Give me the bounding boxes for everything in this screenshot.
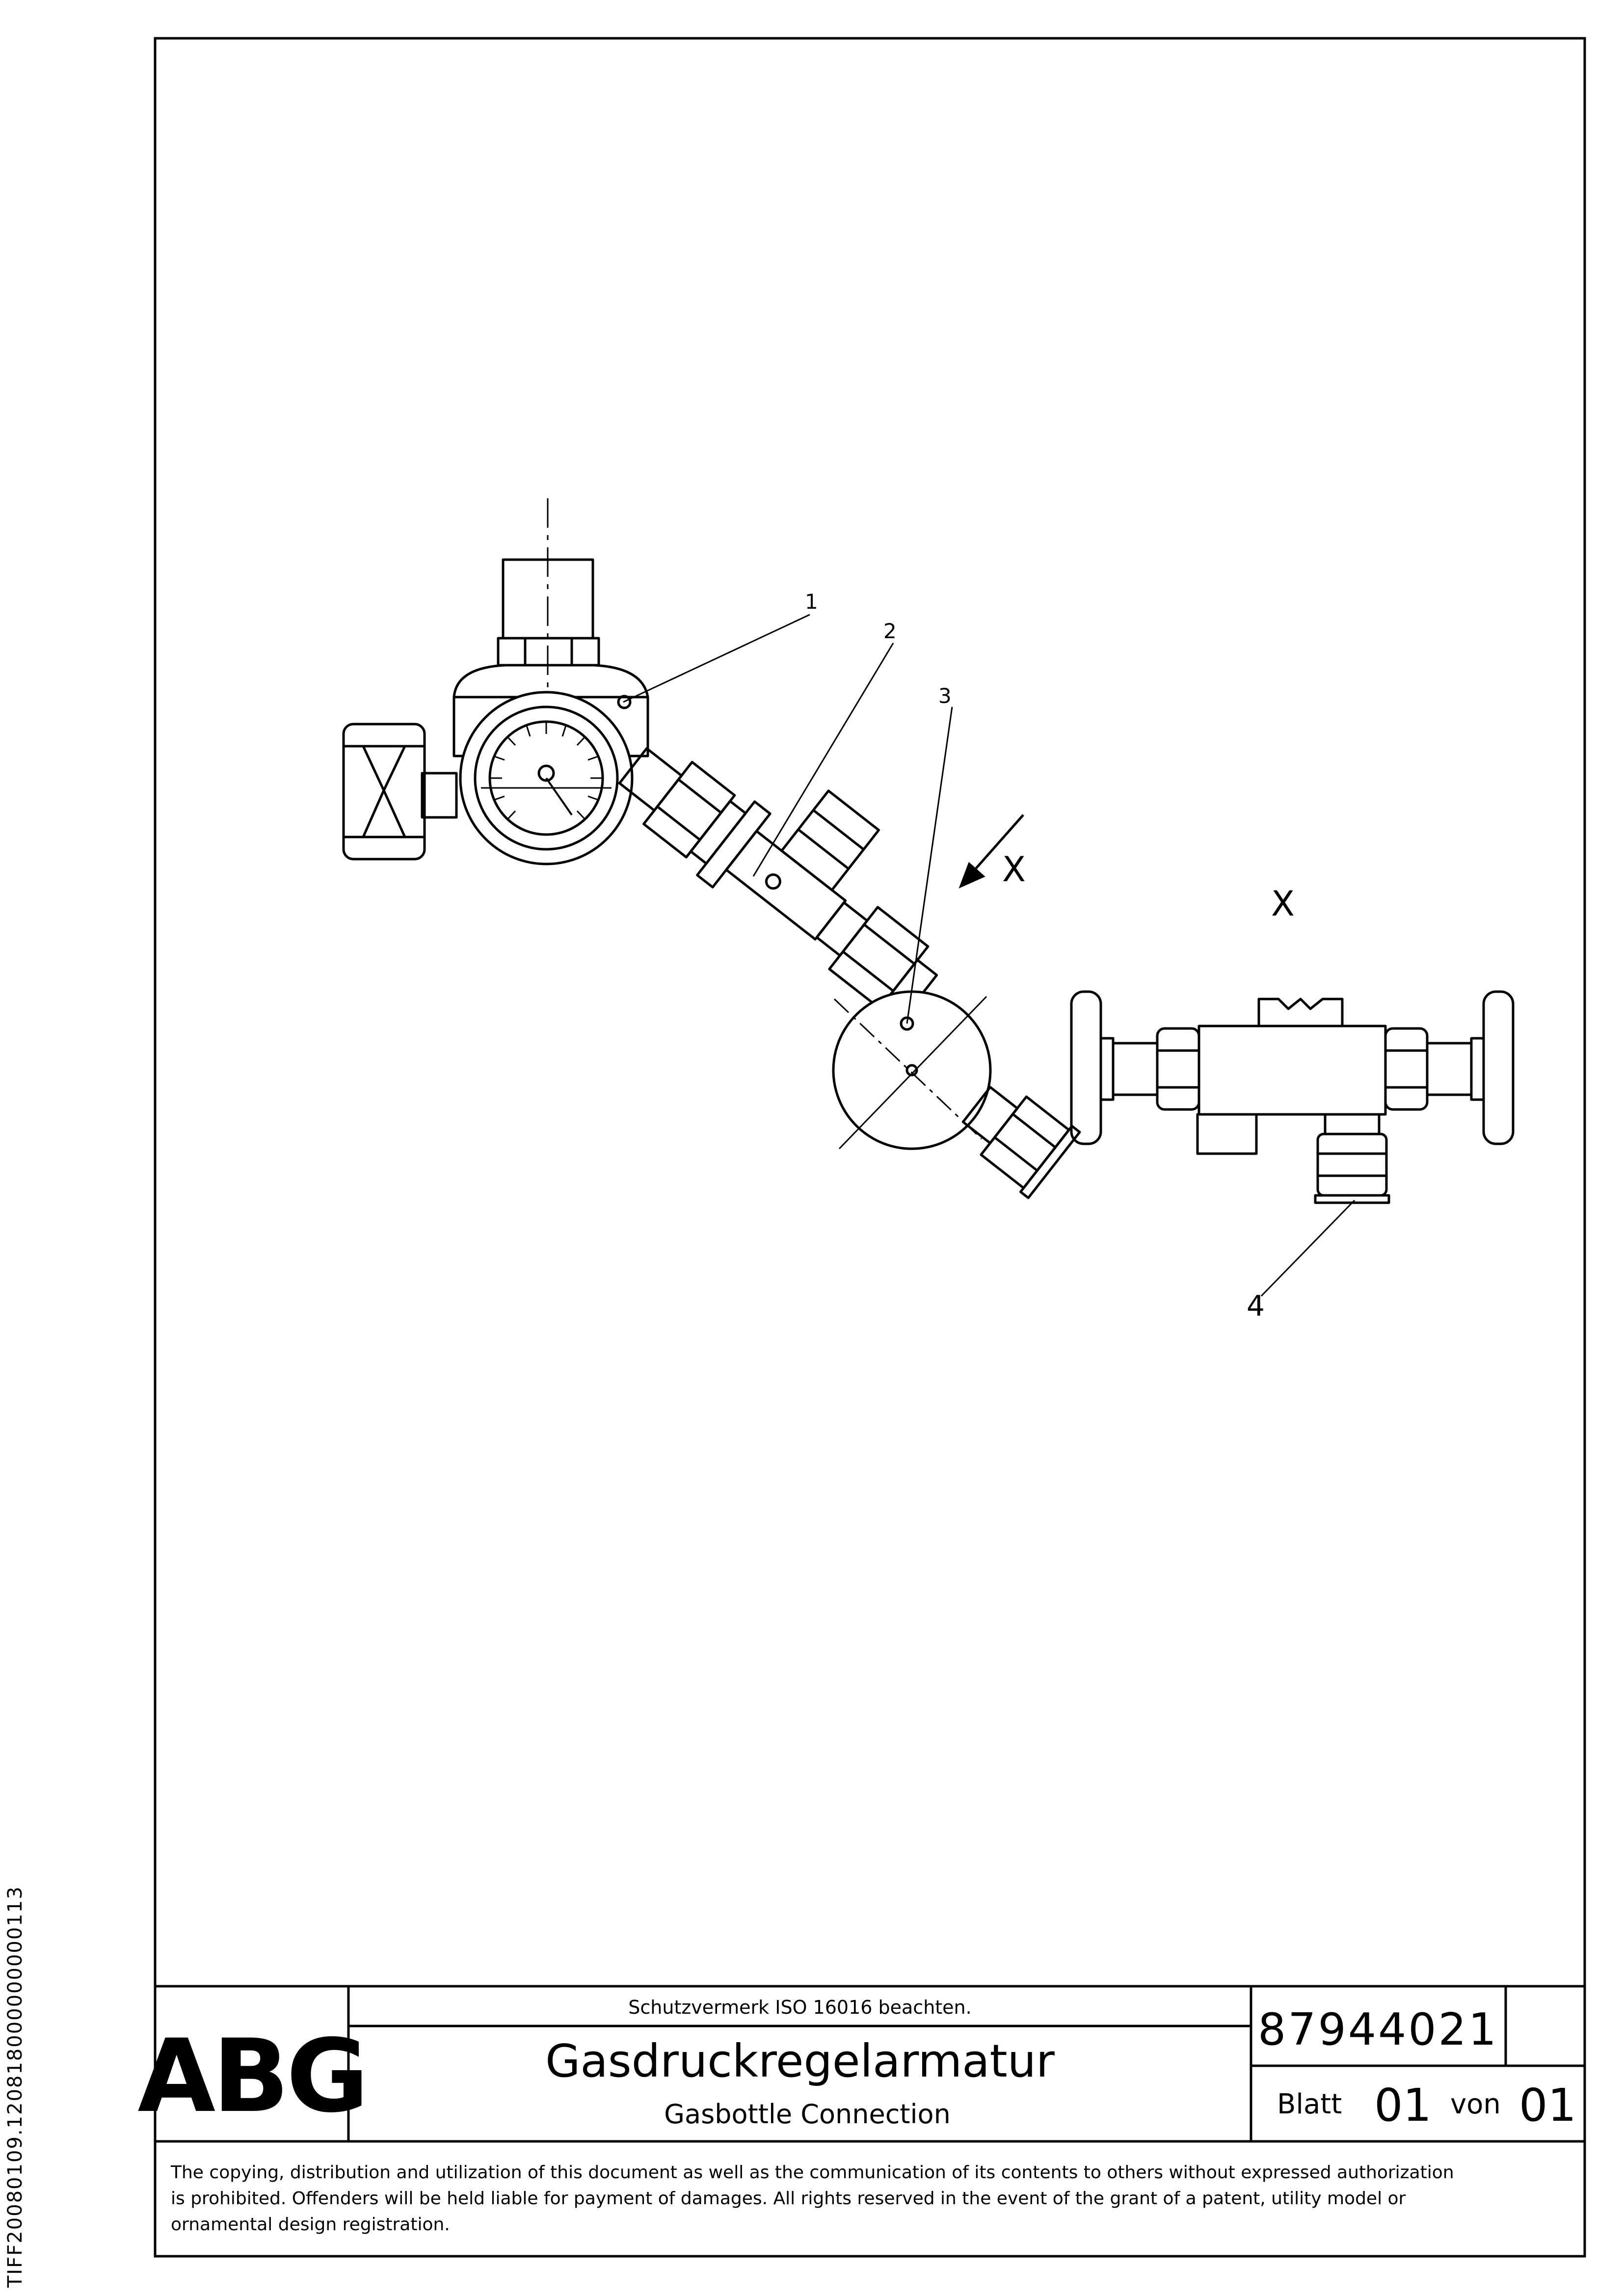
document-number: 87944021 [1258, 2004, 1498, 2055]
copyright-line-2: is prohibited. Offenders will be held li… [171, 2188, 1406, 2209]
company-logo: ABG [137, 2018, 366, 2135]
of-label: von [1450, 2088, 1501, 2120]
drawing-frame [154, 37, 1586, 2258]
copyright-line-1: The copying, distribution and utilizatio… [170, 2162, 1454, 2183]
callout-leaders [623, 614, 1356, 1297]
view-x-title: X [1271, 884, 1295, 924]
sheet-number: 01 [1374, 2079, 1432, 2132]
regulator-assembly [342, 498, 1081, 1199]
drawing-subtitle: Gasbottle Connection [664, 2099, 951, 2130]
view-x-assembly [1070, 990, 1515, 1204]
callout-2: 2 [883, 619, 897, 643]
callout-3: 3 [938, 684, 952, 708]
side-code: TIFF20080109.120818000000000113 [4, 1886, 27, 2288]
sheet-label: Blatt [1277, 2088, 1342, 2120]
drawing-title: Gasdruckregelarmatur [545, 2035, 1055, 2087]
total-sheets: 01 [1519, 2079, 1576, 2132]
copyright-line-3: ornamental design registration. [171, 2215, 450, 2235]
protection-notice: Schutzvermerk ISO 16016 beachten. [628, 1997, 971, 2018]
callout-1: 1 [805, 590, 818, 614]
view-arrow-x [958, 814, 1024, 889]
view-arrow-label: X [1002, 849, 1026, 890]
callout-4: 4 [1247, 1289, 1265, 1323]
